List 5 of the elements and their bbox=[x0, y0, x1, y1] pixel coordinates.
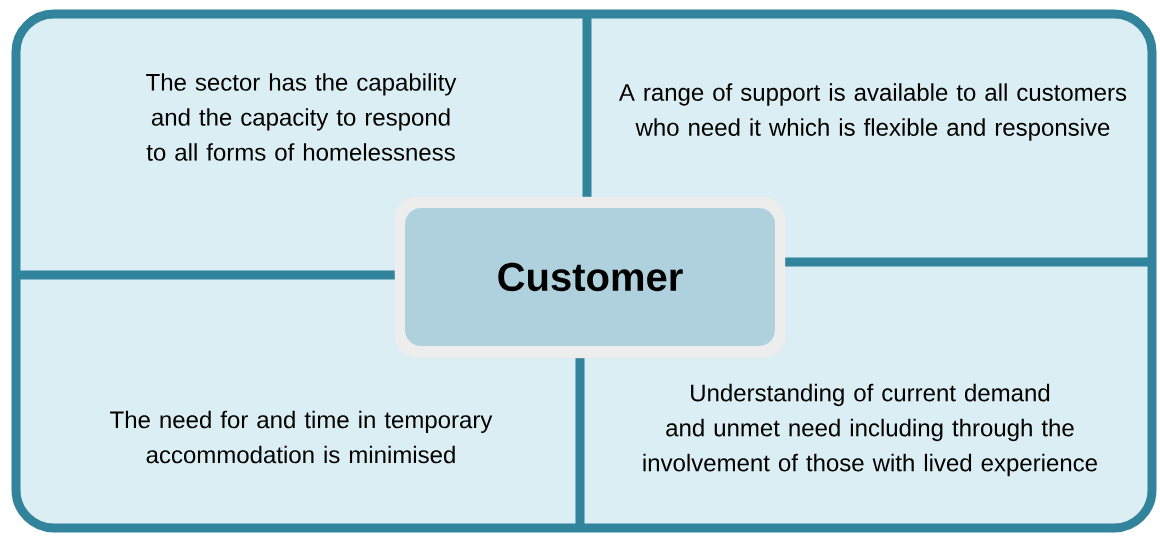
quadrant-text: Understanding of current demand and unmet need including through the involvement of those with lived experience bbox=[643, 383, 1097, 477]
center-box: Customer bbox=[394, 196, 786, 359]
quadrant-text: The need for and time in temporary accommodation is minimised bbox=[110, 410, 493, 464]
quadrant-text: The sector has the capability and the capacity to respond to all forms of homelessness bbox=[146, 73, 457, 161]
quadrant-text: A range of support is available to all customers who need it which is flexible and responsive bbox=[618, 83, 1127, 141]
